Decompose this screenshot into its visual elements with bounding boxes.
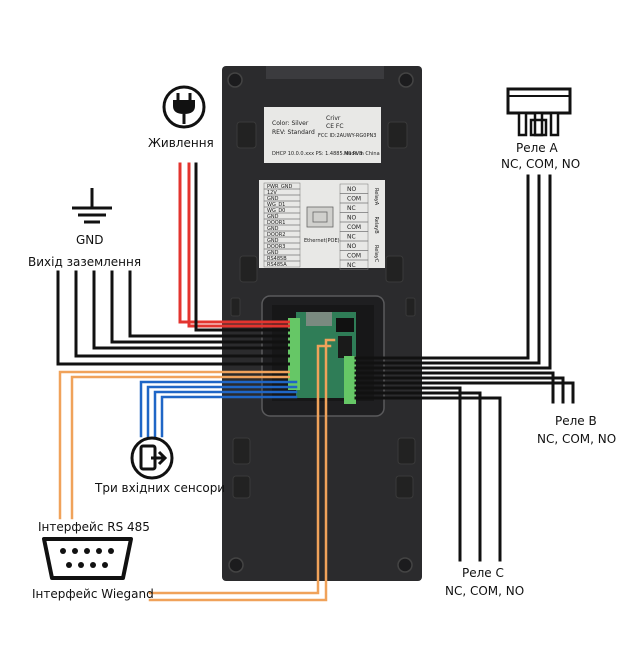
terminal-right-pin: NC [347,205,356,212]
terminal-left-pin: WG_D1 [267,202,285,208]
terminal-left-pin: DOOR2 [267,232,285,238]
terminal-right-pin: NO [347,243,356,250]
sticker-color: Color: Silver [272,120,309,127]
relay-b-wire-nc [354,371,555,404]
terminal-left-pin: GND [267,214,279,220]
terminal-left-pin: DOOR1 [267,220,285,226]
label-relay-a-pins: NC, COM, NO [501,157,580,171]
sticker-rev: REV: Standard [272,129,315,136]
power-wire-2 [187,162,298,328]
ground-wire-5 [56,270,298,366]
terminal-left-pin: WG_D0 [267,208,285,214]
sensor-wire-4 [160,395,298,438]
terminal-right-pin: NO [347,215,356,222]
ground-wire-1 [128,270,298,338]
relay-a-wire-no [354,174,552,370]
wires [56,162,575,602]
relay-a-wire-com [354,174,541,365]
power-wire-1 [178,162,298,324]
terminal-left-pin: GND [267,250,279,256]
relay-b-wire-no [354,381,575,404]
ground-wire-3 [92,270,298,350]
label-gnd: GND [76,233,104,247]
label-sensors: Три вхідних сенсори [94,481,225,495]
terminal-left-pin: PWR_GND [267,184,293,190]
relay-a-icon [506,87,572,137]
sticker-brand: Crivr [326,115,341,122]
terminal-relay-group-label: RelayC [373,245,379,263]
device-sticker [264,107,381,163]
ground-wire-4 [74,270,298,358]
power-plug-icon [162,85,206,129]
label-power: Живлення [148,136,214,150]
label-relay-a: Реле А [516,141,558,155]
terminal-cell [263,260,301,268]
terminal-relay-groups: RelayA RelayB RelayC [373,188,379,263]
ground-icon [72,188,112,224]
label-relay-c: Реле С [462,566,504,580]
terminal-left-pin: GND [267,196,279,202]
terminal-relay-group-label: RelayA [373,188,379,206]
ethernet-port [306,206,334,228]
terminal-left-pin: GND [267,226,279,232]
terminal-relay-group-label: RelayB [373,217,379,235]
label-relay-b: Реле В [555,414,597,428]
terminal-right-pin: NC [347,262,356,269]
terminal-right-pin: NC [347,234,356,241]
sticker-fcc: FCC ID:2AUWY-RG0PN3 [318,133,376,139]
label-rs485: Інтерфейс RS 485 [38,520,150,534]
terminal-right-pin: COM [347,224,361,231]
terminal-left-pin: DOOR3 [267,244,285,250]
terminal-left-pin: GND [267,238,279,244]
ce-mark: CE FC [326,123,344,130]
relay-c-wire-com [354,391,482,562]
door-sensor-icon [130,436,174,480]
sticker-small: DHCP 10.0.0.xxx PS: 1.4885.N0 PVB [272,151,363,157]
relay-b-wire-com [354,376,565,404]
sensor-wire-3 [153,390,298,438]
terminal-cell [339,259,369,270]
relay-a-wire-nc [354,174,530,360]
wiegand-wire-2 [148,338,336,602]
sticker-made-in: Made in China [344,151,380,157]
terminal-right-pin: COM [347,196,361,203]
label-wiegand: Інтерфейс Wiegand [32,587,154,601]
ethernet-label: Ethernet(POE) [304,238,340,244]
db9-connector-icon [42,537,133,580]
terminal-left-pin: RS485A [267,262,287,268]
relay-c-wire-nc [354,386,462,562]
label-ground-output: Вихід заземлення [28,255,141,269]
power-wire-3 [194,162,298,332]
sensor-wire-2 [146,385,298,438]
rs485-wire-1 [58,370,294,520]
terminal-left-column: PWR_GND12VGNDWG_D1WG_D0GNDDOOR1GNDDOOR2G… [263,182,301,268]
sensor-wire-1 [139,380,298,438]
rs485-wire-2 [70,375,294,520]
label-relay-b-pins: NC, COM, NO [537,432,616,446]
terminal-left-pin: RS485B [267,256,287,262]
relay-c-wire-no [354,396,502,562]
ground-wire-2 [110,270,298,344]
label-relay-c-pins: NC, COM, NO [445,584,524,598]
terminal-left-pin: 12V [267,190,277,196]
terminal-right-pin: COM [347,253,361,260]
terminal-right-column: NO COM NC NO COM NC NO COM NC [339,183,369,270]
wiegand-wire-1 [148,344,332,595]
terminal-right-pin: NO [347,186,356,193]
terminal-block-right [344,356,356,404]
